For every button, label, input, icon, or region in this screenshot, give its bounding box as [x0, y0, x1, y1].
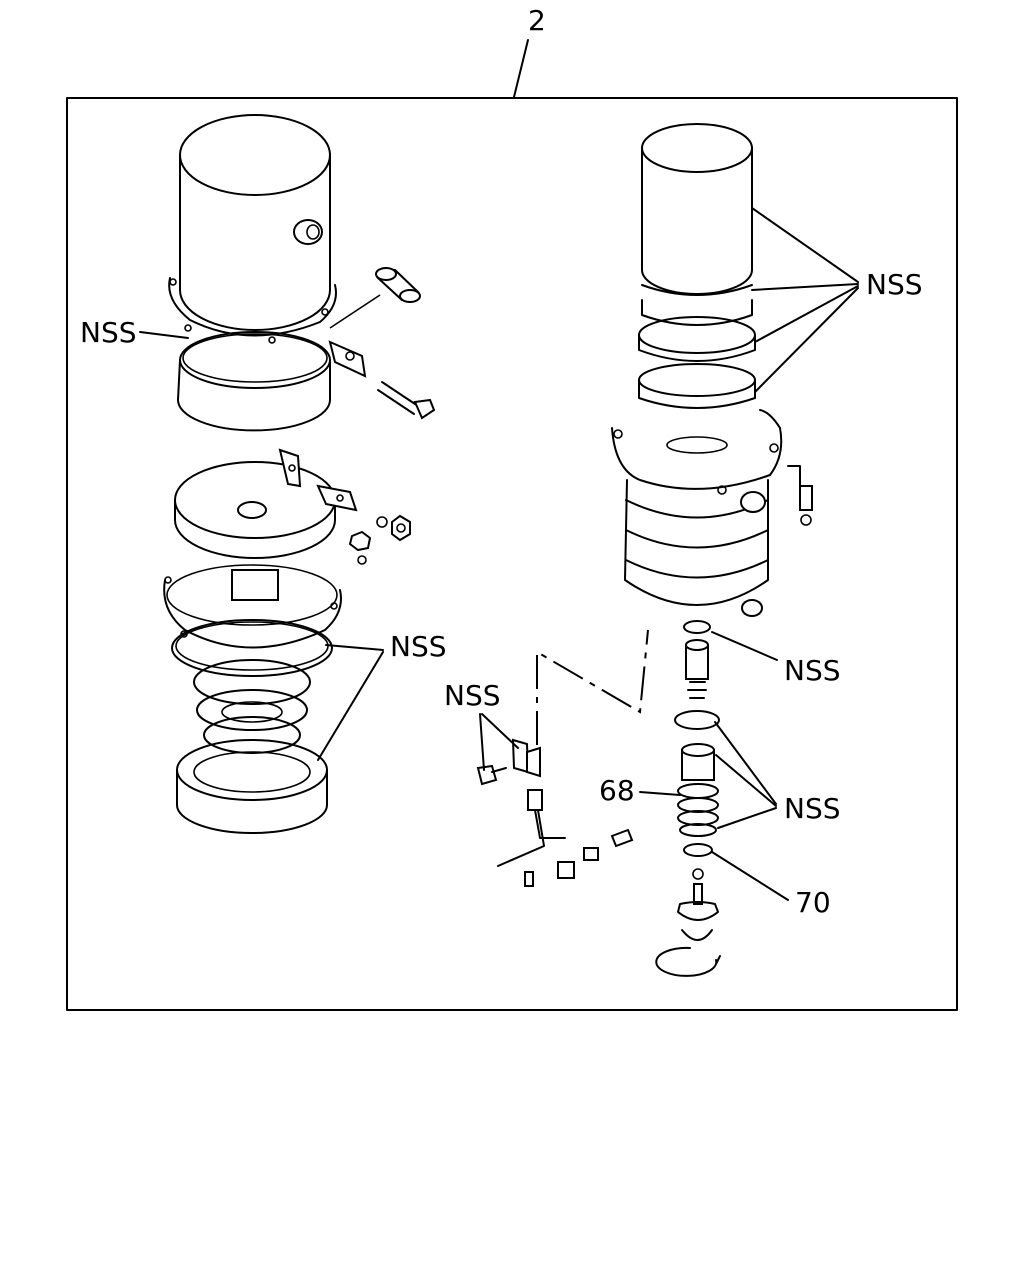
right-assembly — [611, 123, 813, 977]
callout-70-label: 70 — [795, 886, 831, 919]
callout-68-label: 68 — [599, 774, 635, 807]
callout-nss-left-top: NSS — [80, 316, 137, 349]
right-oring — [683, 620, 711, 634]
part-68-valve — [677, 743, 719, 837]
left-nuts — [348, 514, 411, 565]
left-clamp — [174, 448, 358, 559]
sensor-harness — [497, 789, 634, 887]
right-flange — [611, 409, 783, 490]
callout-2-label: 2 — [528, 4, 546, 37]
middle-bracket — [476, 738, 541, 786]
left-diaphragm — [176, 659, 328, 834]
left-cover — [179, 114, 331, 331]
callout-nss-right-seals: NSS — [784, 792, 841, 825]
callout-nss-mid-bracket: NSS — [444, 679, 501, 712]
left-lower-body — [163, 564, 342, 677]
left-bolt — [377, 381, 436, 420]
callout-nss-right-top: NSS — [866, 268, 923, 301]
left-assembly — [163, 114, 436, 834]
snap-ring — [655, 946, 721, 977]
left-sleeve — [375, 267, 421, 303]
callout-nss-left-bottom: NSS — [390, 630, 447, 663]
callout-2-leader — [513, 39, 529, 98]
left-flange — [168, 277, 337, 337]
left-gasket-top — [179, 331, 331, 389]
callout-nss-right-oring: NSS — [784, 654, 841, 687]
assembly-frame — [66, 97, 958, 1011]
part-70-washer — [683, 843, 713, 857]
left-band — [177, 359, 331, 432]
